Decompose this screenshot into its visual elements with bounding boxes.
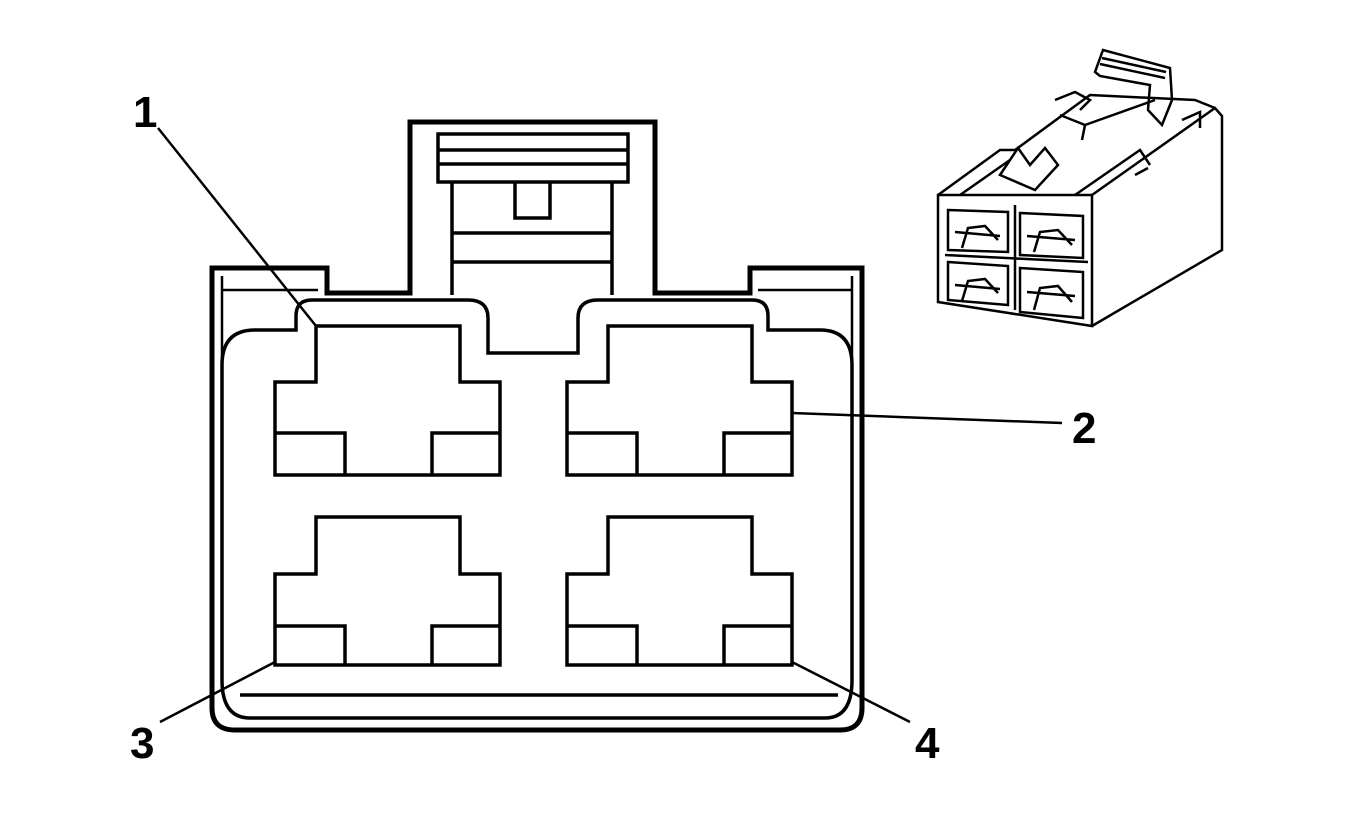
inset-cavity-4 — [1018, 266, 1085, 320]
leader-line-4 — [791, 660, 911, 724]
inset-cavity-3 — [946, 260, 1010, 307]
inset-cavity-2 — [1018, 211, 1085, 260]
inset-latch — [1054, 48, 1174, 141]
inset-cavity-grid — [944, 205, 1089, 310]
housing-outer-shell — [209, 119, 865, 733]
leader-line-1 — [157, 127, 317, 327]
callout-3: 3 — [130, 719, 154, 768]
inset-side-ribs — [1134, 110, 1202, 177]
callout-labels: 1 2 3 4 — [130, 88, 1096, 768]
callout-2: 2 — [1072, 404, 1096, 453]
housing-left-rail — [220, 276, 318, 680]
housing-inner-wall — [220, 298, 854, 680]
terminal-cavity-3 — [273, 515, 502, 667]
housing-right-rail — [758, 276, 854, 680]
terminal-cavity-4 — [565, 515, 794, 667]
terminal-cavity-1 — [273, 324, 502, 477]
callout-1: 1 — [133, 88, 157, 137]
inset-latch-clip — [998, 145, 1060, 192]
housing-bottom-groove — [220, 679, 854, 720]
latch-ribs — [438, 148, 628, 166]
connector-isometric-inset — [936, 48, 1224, 328]
connector-face-view — [209, 119, 865, 733]
terminal-cavity-2 — [565, 324, 794, 477]
inset-side-face — [1091, 106, 1224, 328]
latch-tab — [436, 132, 630, 184]
locking-latch — [436, 132, 630, 295]
latch-body — [450, 182, 614, 295]
inset-top-face — [937, 93, 1216, 197]
leader-line-2 — [791, 411, 1063, 425]
leader-line-3 — [159, 660, 276, 724]
inset-cavity-1 — [946, 208, 1010, 254]
callout-4: 4 — [915, 719, 940, 768]
callout-leaders — [157, 127, 1063, 724]
